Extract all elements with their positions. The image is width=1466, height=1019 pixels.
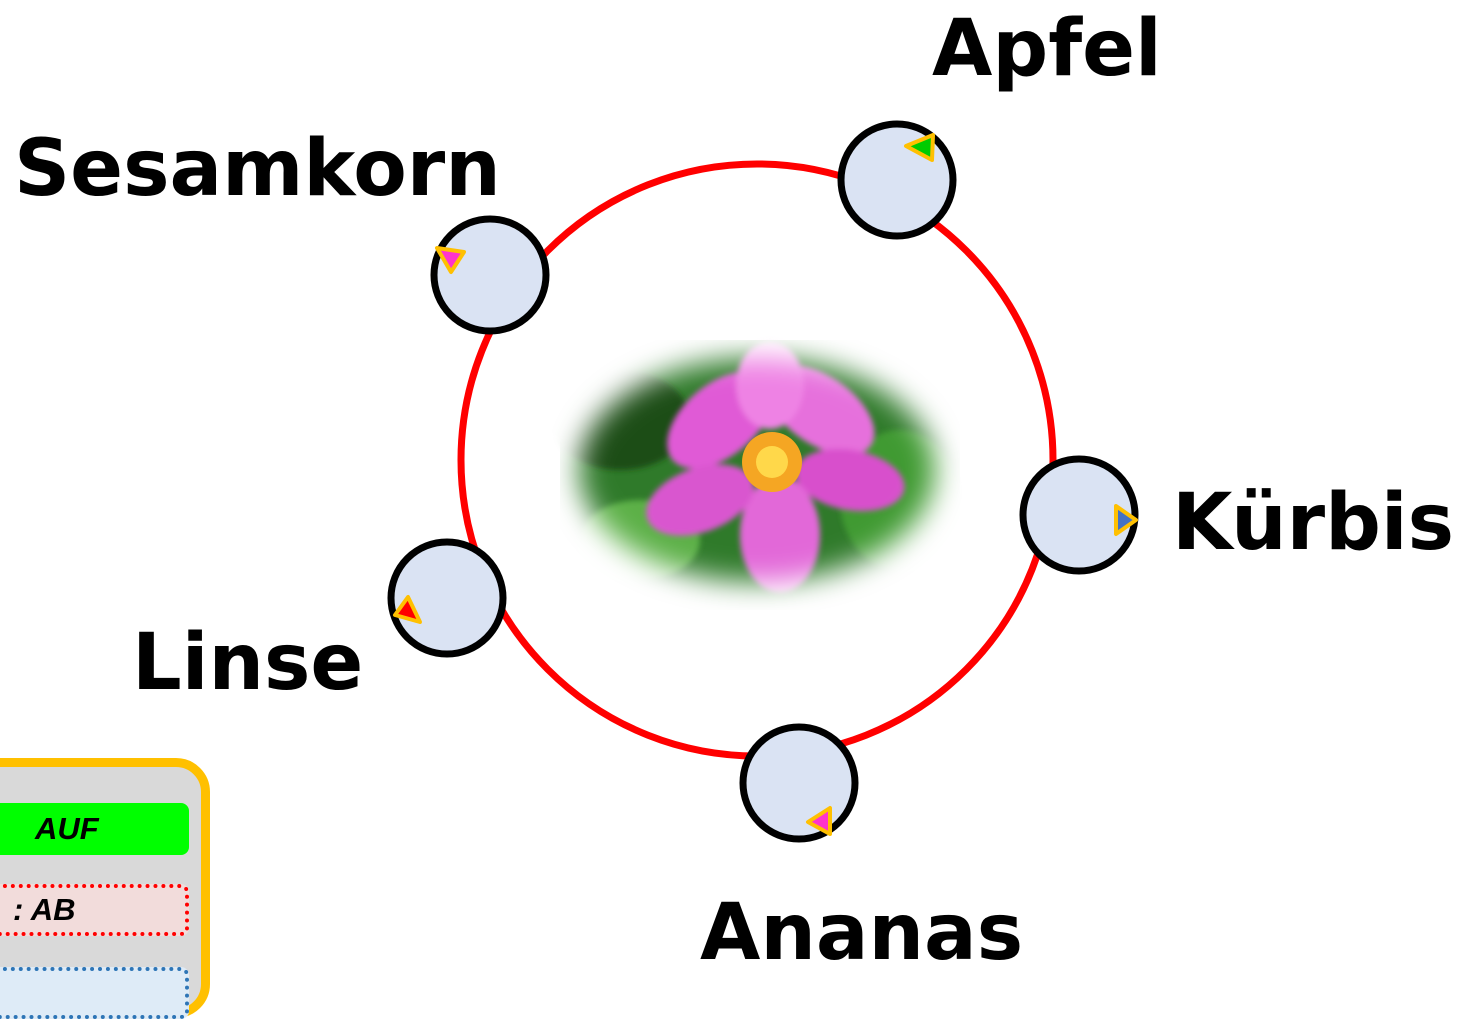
label-kuerbis: Kürbis [1172,478,1455,568]
node-sesam[interactable] [430,215,550,335]
legend-item-ab: : AB [0,884,189,936]
marker-down-icon [435,246,466,274]
marker-right-icon [1114,504,1138,536]
marker-up-icon [393,595,422,624]
legend-panel: AUF : AB [0,758,210,1019]
marker-left-icon [806,806,832,836]
node-linse[interactable] [387,538,507,658]
node-kuerbis[interactable] [1019,455,1139,575]
legend-item-auf: AUF [0,803,189,855]
label-linse: Linse [132,618,364,708]
node-apfel[interactable] [837,120,957,240]
center-flower-image [550,340,960,610]
label-sesamkorn: Sesamkorn [14,124,501,214]
marker-left-icon [904,133,935,162]
label-ananas: Ananas [700,888,1024,978]
node-ananas[interactable] [739,723,859,843]
legend-item-blue [0,967,189,1019]
label-apfel: Apfel [932,4,1162,94]
diagram-canvas [387,120,1139,843]
